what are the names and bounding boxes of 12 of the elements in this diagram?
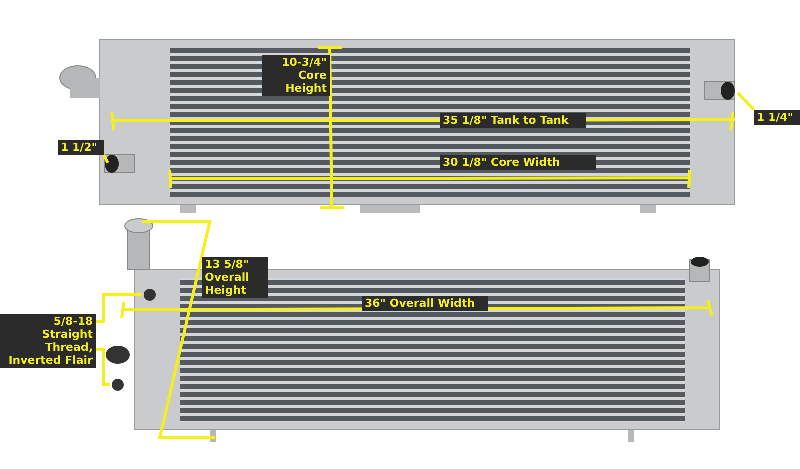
callout-label: 5/8-18 Straight Thread, Inverted Flair: [0, 314, 96, 368]
dimension-label: 13 5/8" Overall Height: [202, 257, 268, 298]
dimension-label: 30 1/8" Core Width: [440, 155, 596, 170]
callout-label: 1 1/4": [754, 110, 800, 125]
leader-line: [102, 154, 110, 164]
dimension-label: 35 1/8" Tank to Tank: [440, 113, 586, 128]
leader-line: [96, 348, 110, 386]
callout-label: 1 1/2": [58, 140, 104, 155]
leader-line: [736, 92, 756, 112]
dimension-label: 10-3/4" Core Height: [262, 55, 330, 96]
leader-line: [96, 294, 142, 324]
dimension-label: 36" Overall Width: [362, 296, 488, 311]
